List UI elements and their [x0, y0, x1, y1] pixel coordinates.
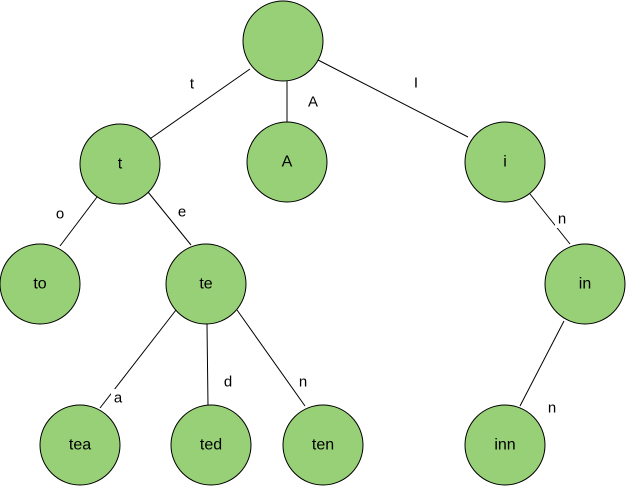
edge-label-text: a: [114, 390, 123, 407]
node-A: A: [246, 121, 328, 203]
edge-label-bg: [545, 399, 559, 417]
node-t-circle: [79, 123, 161, 205]
node-A-label: A: [282, 154, 293, 171]
node-i: i: [464, 121, 546, 203]
edge-label-root-A: A: [305, 93, 321, 111]
edge-label-i-in: n: [555, 210, 569, 228]
node-t: t: [79, 123, 161, 205]
edge-label-root-t: t: [185, 75, 199, 93]
edge-label-bg: [221, 373, 235, 391]
node-tea: tea: [39, 404, 121, 486]
edge-label-text: n: [548, 400, 556, 417]
node-te-circle: [165, 243, 247, 325]
edge-label-bg: [296, 373, 310, 391]
node-in-circle: [544, 243, 626, 325]
edge-label-bg: [175, 203, 189, 221]
edge-in-inn: [519, 320, 565, 407]
node-to-label: to: [33, 276, 46, 293]
edge-label-bg: [111, 389, 125, 407]
node-tea-circle: [39, 404, 121, 486]
node-i-circle: [464, 121, 546, 203]
edge-te-ten: [236, 309, 306, 407]
edge-label-bg: [185, 75, 199, 93]
edge-label-in-inn: n: [545, 399, 559, 417]
edge-label-bg: [305, 93, 321, 111]
node-i-label: i: [503, 154, 507, 171]
edge-te-ted: [206, 323, 209, 407]
edge-label-root-i: I: [410, 74, 422, 92]
edge-label-bg: [555, 210, 569, 228]
node-to-circle: [0, 243, 81, 325]
nodes: t A i to te in tea ted: [0, 0, 626, 486]
node-inn-label: inn: [494, 437, 515, 454]
edge-label-bg: [53, 205, 67, 223]
edge-label-text: d: [224, 374, 232, 391]
edge-label-text: I: [414, 75, 418, 92]
edge-t-to: [59, 196, 98, 247]
node-ted-label: ted: [200, 437, 222, 454]
edge-label-te-tea: a: [111, 389, 125, 407]
node-ten-label: ten: [312, 437, 334, 454]
edge-labels: t A I o e n a d: [53, 74, 569, 417]
node-to: to: [0, 243, 81, 325]
node-ten-circle: [282, 404, 364, 486]
edge-label-te-ten: n: [296, 373, 310, 391]
node-in: in: [544, 243, 626, 325]
edge-label-bg: [410, 74, 422, 92]
node-t-label: t: [118, 156, 123, 173]
edge-label-text: n: [299, 374, 307, 391]
edge-root-i: [317, 59, 469, 138]
node-inn-circle: [464, 404, 546, 486]
edge-label-text: A: [308, 94, 318, 111]
edge-label-text: n: [558, 211, 566, 228]
edge-i-in: [529, 193, 571, 245]
node-root-circle: [242, 0, 324, 82]
node-ted-circle: [170, 404, 252, 486]
node-A-circle: [246, 121, 328, 203]
edge-label-text: o: [56, 206, 64, 223]
edge-label-te-ted: d: [221, 373, 235, 391]
node-tea-label: tea: [69, 437, 91, 454]
node-root: [242, 0, 324, 82]
node-te-label: te: [199, 276, 212, 293]
edge-label-text: t: [190, 76, 195, 93]
node-ted: ted: [170, 404, 252, 486]
edge-label-t-te: e: [175, 203, 189, 221]
node-inn: inn: [464, 404, 546, 486]
node-in-label: in: [579, 276, 591, 293]
edge-root-t: [143, 68, 251, 144]
node-te: te: [165, 243, 247, 325]
edge-label-text: e: [178, 204, 186, 221]
node-ten: ten: [282, 404, 364, 486]
edge-label-t-to: o: [53, 205, 67, 223]
edges: [59, 59, 571, 409]
edge-t-te: [147, 191, 192, 246]
